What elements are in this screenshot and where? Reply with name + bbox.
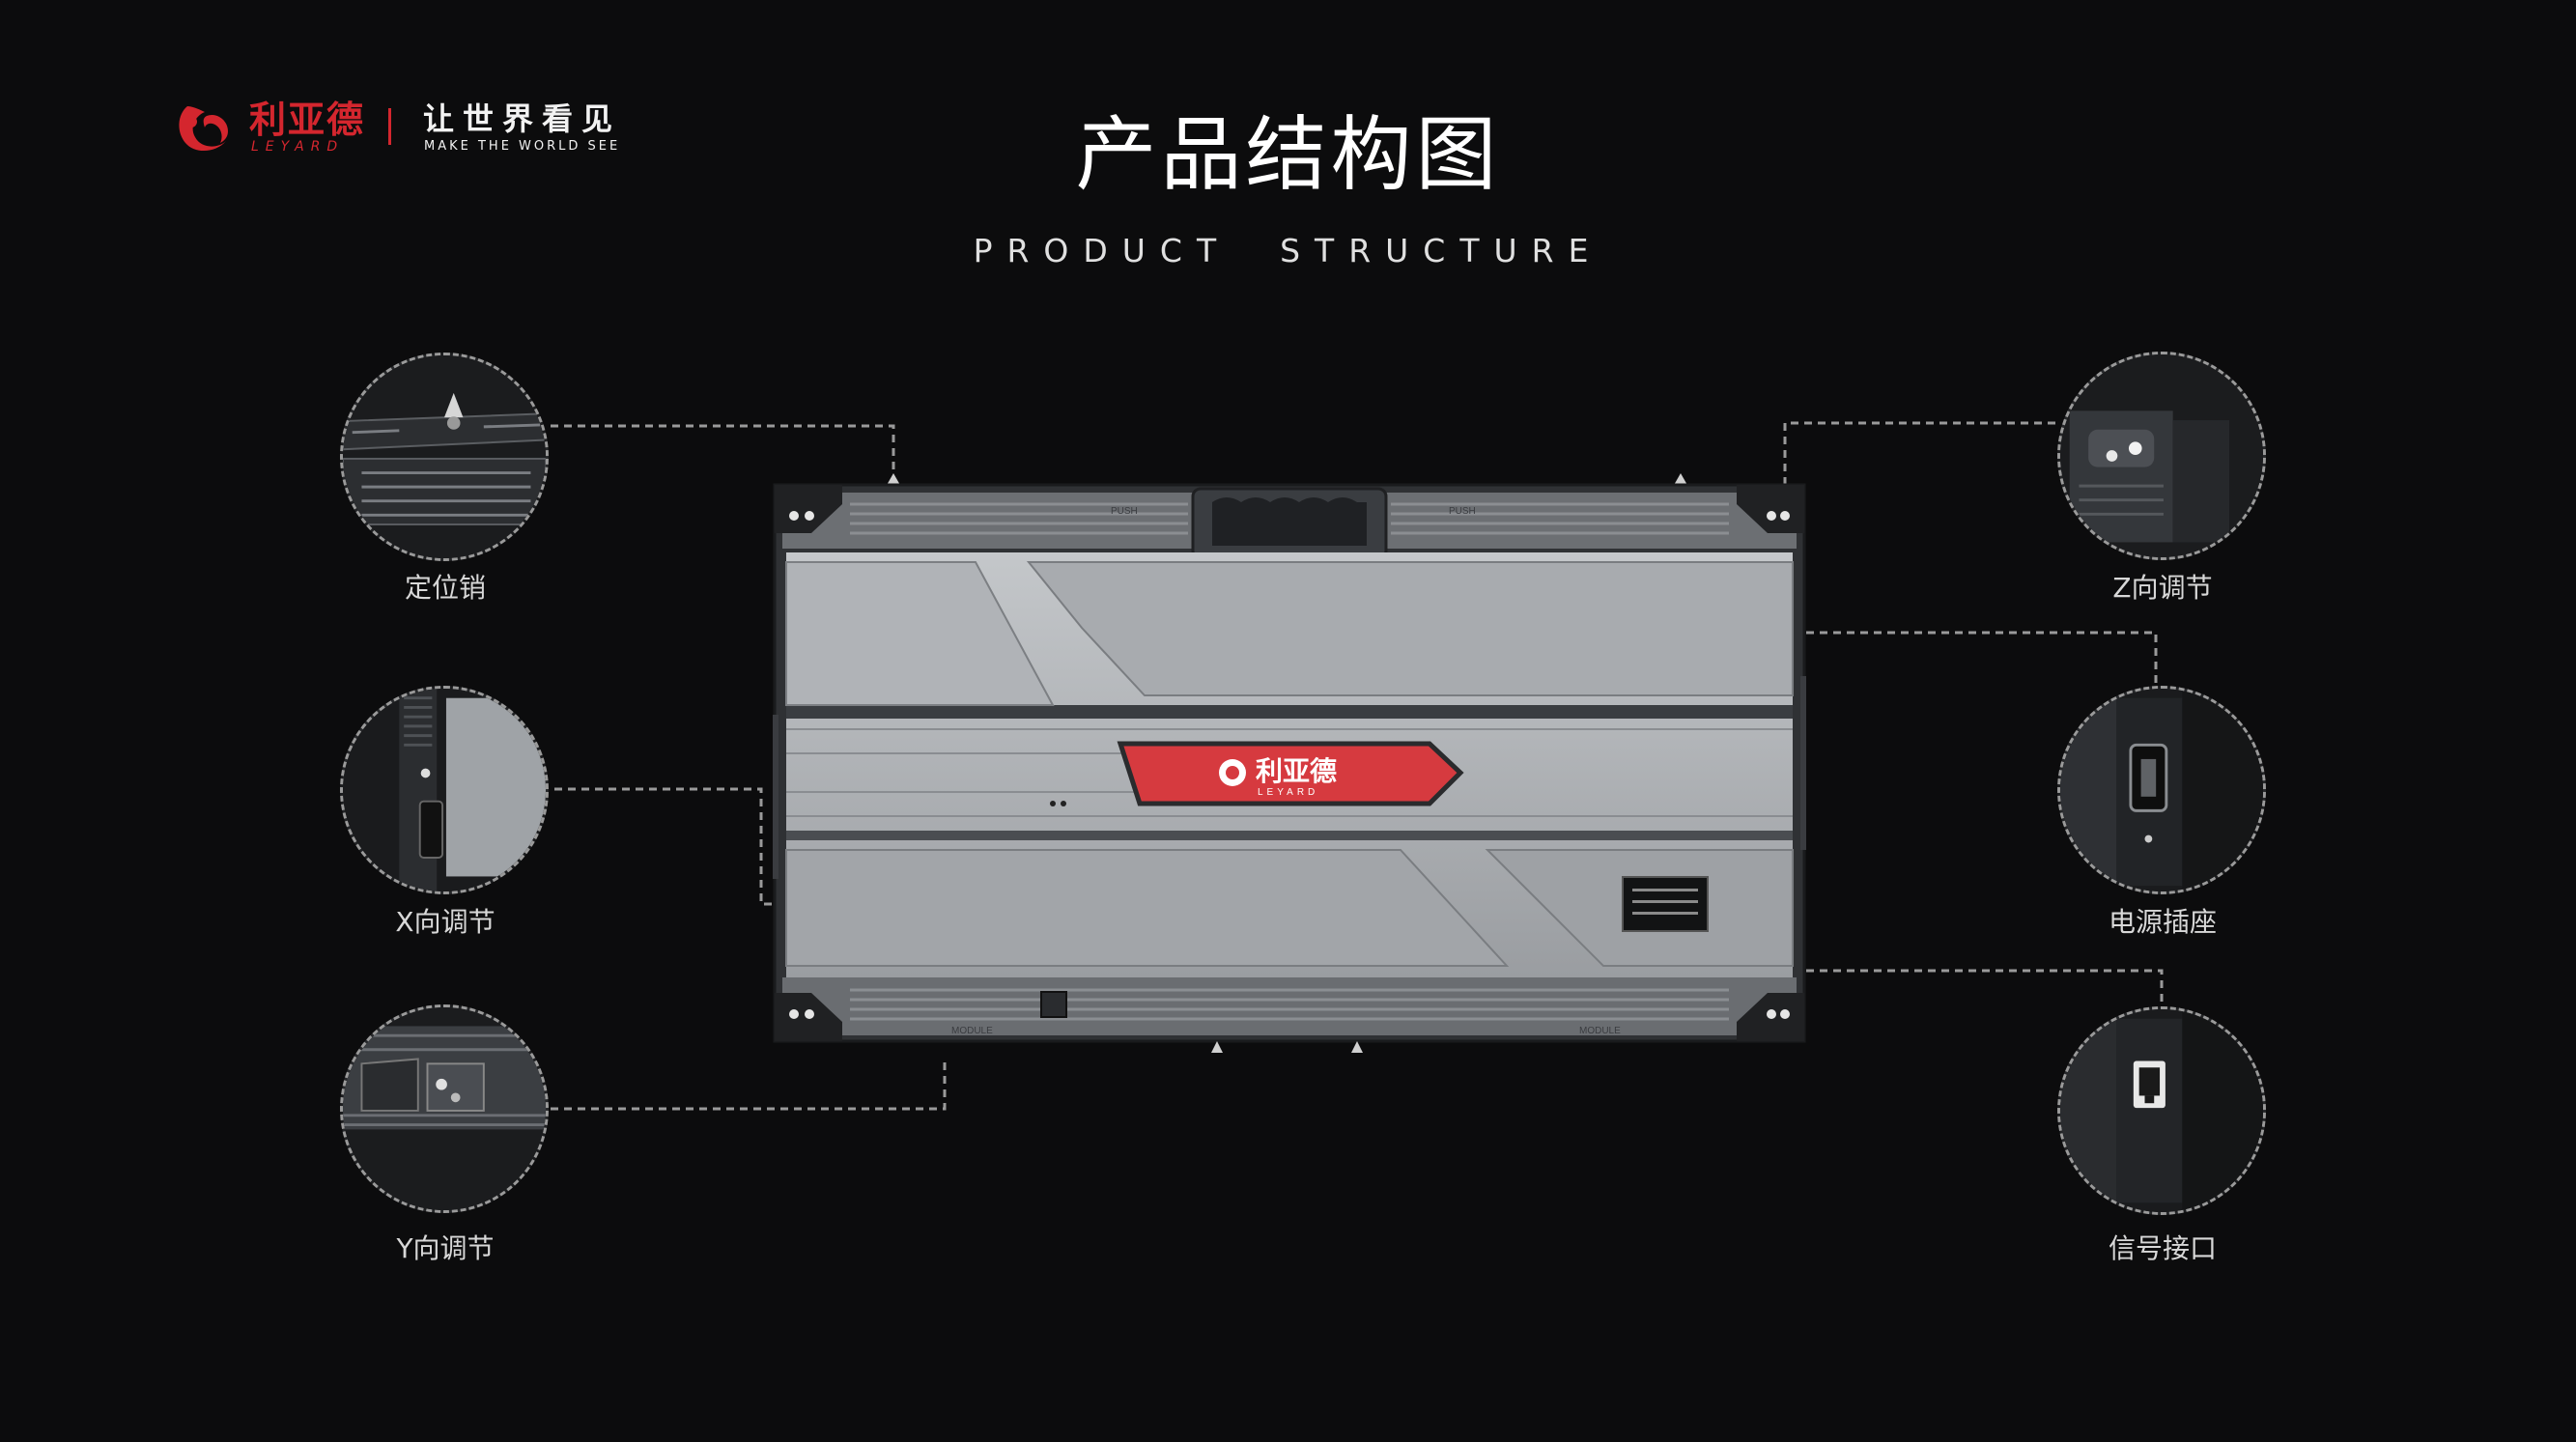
brand-badge [1117, 741, 1464, 806]
corner-bracket-bl [775, 993, 842, 1041]
push-label-left: PUSH [1111, 506, 1138, 517]
callout-label-signal-port: 信号接口 [2108, 1232, 2217, 1264]
callout-label-locating-pin: 定位销 [404, 572, 486, 604]
y-adjust-detail [340, 1004, 549, 1213]
signal-port-detail [2057, 1006, 2266, 1215]
callout-label-power-socket: 电源插座 [2108, 906, 2217, 938]
brand-logo: 利亚德 LEYARD 让世界看见 MAKE THE WORLD SEE [174, 99, 637, 156]
badge-brand-cn: 利亚德 [1256, 755, 1337, 787]
logo-divider [388, 108, 391, 145]
leyard-logo-icon [179, 106, 228, 152]
corner-bracket-br [1737, 993, 1804, 1041]
slogan-en: MAKE THE WORLD SEE [424, 139, 621, 154]
locating-pin-detail [340, 353, 549, 561]
spec-label [1622, 876, 1709, 932]
x-adjust-detail [340, 686, 549, 894]
z-adjust-detail [2057, 352, 2266, 560]
connector-power-socket [1806, 631, 2158, 686]
bottom-signal-port [1040, 991, 1067, 1018]
slogan-cn: 让世界看见 [423, 100, 622, 137]
corner-bracket-tl [775, 485, 842, 533]
callout-label-z-adjust: Z向调节 [2112, 572, 2213, 604]
module-label-left: MODULE [951, 1026, 993, 1036]
callout-label-x-adjust: X向调节 [395, 906, 495, 938]
push-label-right: PUSH [1449, 506, 1476, 517]
connector-z-adjust [1783, 421, 2055, 488]
corner-bracket-tr [1737, 485, 1804, 533]
power-socket-detail [2057, 686, 2266, 894]
led-cabinet-panel: PUSH PUSH 利亚德 LEYARD [773, 464, 1806, 1067]
brand-name-en: LEYARD [251, 139, 345, 155]
badge-brand-en: LEYARD [1258, 787, 1318, 798]
page-subtitle: PRODUCT STRUCTURE [973, 232, 1603, 269]
callout-label-y-adjust: Y向调节 [396, 1232, 495, 1264]
module-label-right: MODULE [1579, 1026, 1621, 1036]
connector-signal-port [1806, 969, 2164, 1010]
brand-name-cn: 利亚德 [249, 99, 366, 141]
page-title: 产品结构图 [1075, 107, 1501, 202]
connector-x-adjust [554, 787, 773, 906]
